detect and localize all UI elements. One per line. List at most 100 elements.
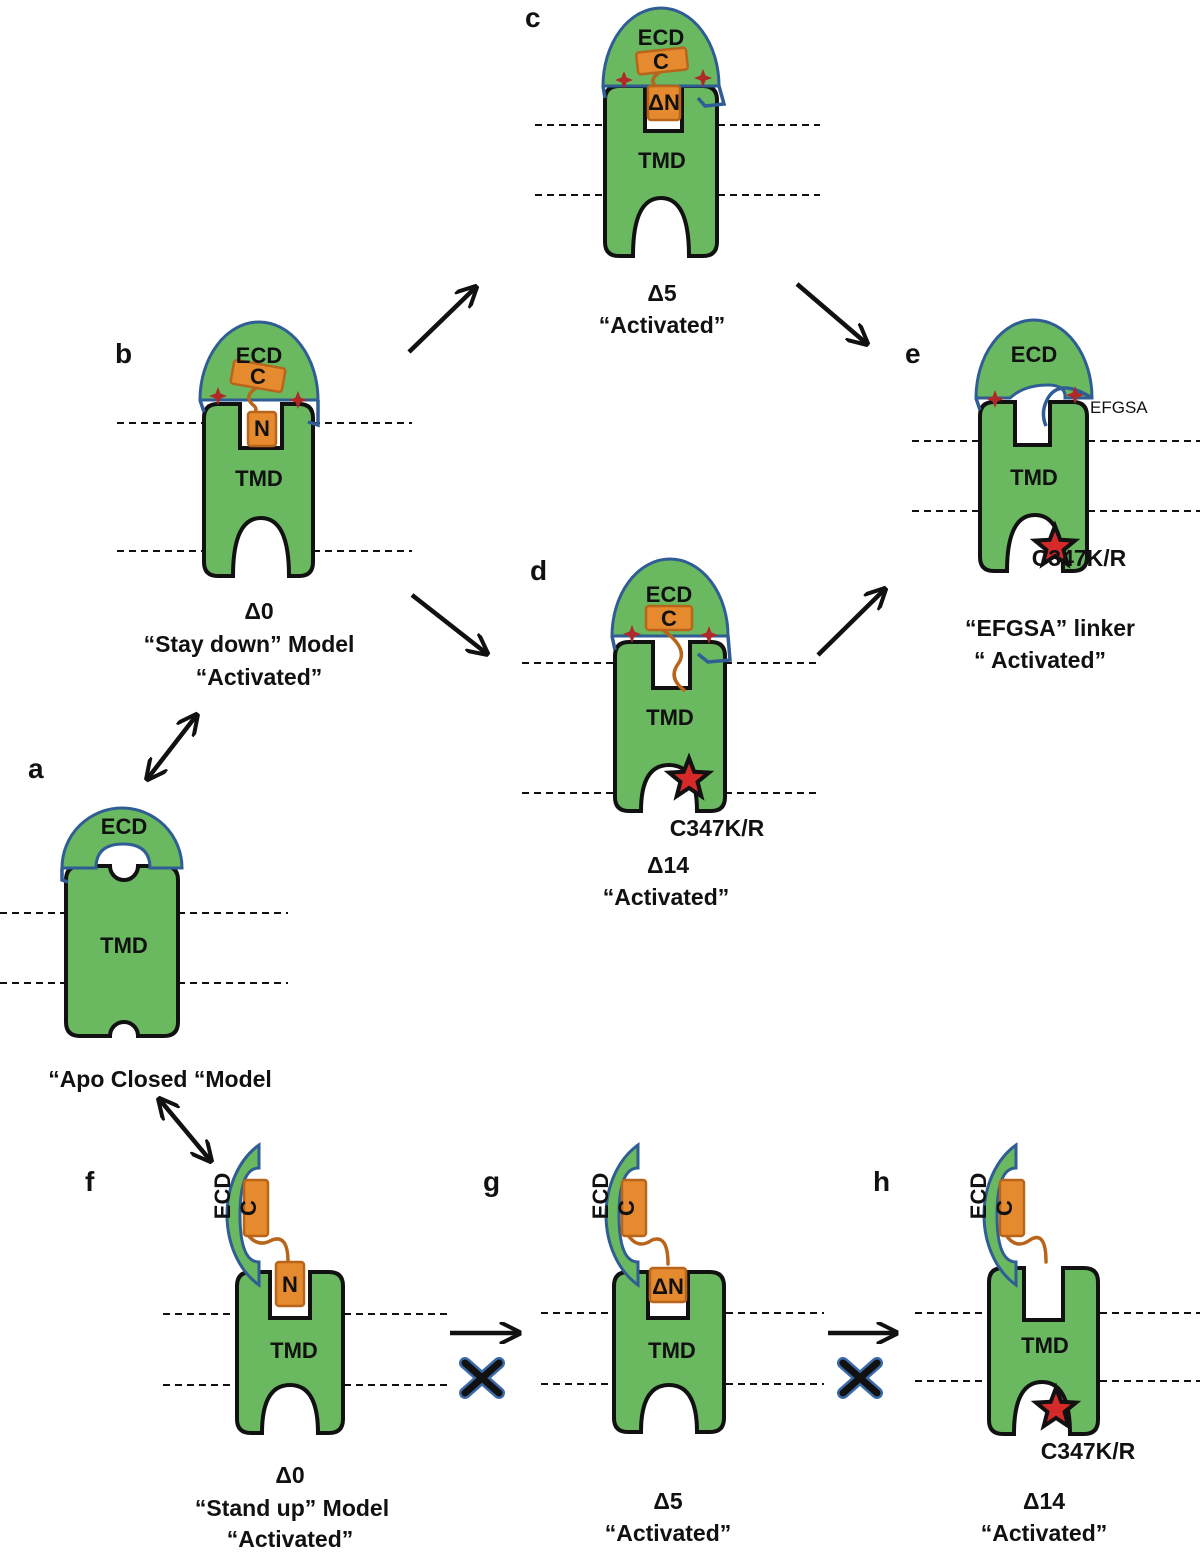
tmd-label: TMD xyxy=(646,705,694,730)
arrow-b-to-d xyxy=(410,593,486,653)
caption-line-2: “Activated” xyxy=(599,312,726,338)
panel-letter-g: g xyxy=(483,1166,500,1197)
caption-line-2: “Activated” xyxy=(603,884,730,910)
ecd-linker-left xyxy=(974,397,982,411)
panel-letter-f: f xyxy=(85,1166,95,1197)
arrow-a-f-equilibrium xyxy=(160,1100,210,1160)
n-label: N xyxy=(282,1272,298,1297)
delta-n-label: ΔN xyxy=(648,90,680,115)
arrow-b-to-c xyxy=(407,288,475,354)
tmd-label: TMD xyxy=(638,148,686,173)
crosslink-star-right xyxy=(694,69,712,87)
delta-n-domain xyxy=(646,84,682,122)
ecd-domain xyxy=(604,1142,640,1288)
tmd-label: TMD xyxy=(235,466,283,491)
panel-letter-h: h xyxy=(873,1166,890,1197)
c-label: C xyxy=(653,49,669,74)
crosslink-star-right xyxy=(1066,386,1084,404)
ecd-domain xyxy=(225,1142,261,1288)
ecd-domain xyxy=(601,6,721,88)
panel-b: b ECD C N TMD Δ0 “Stay down” Model “Acti… xyxy=(115,320,412,690)
c-label: C xyxy=(614,1200,639,1216)
c-terminal-domain xyxy=(635,46,689,76)
c-label: C xyxy=(992,1200,1017,1216)
c-terminal-domain xyxy=(620,1178,648,1238)
mutation-star xyxy=(1029,520,1081,569)
panel-letter-e: e xyxy=(905,338,921,369)
crosslink-star-left xyxy=(209,387,227,405)
ecd-linker-right xyxy=(696,635,732,664)
ecd-domain xyxy=(974,318,1094,400)
cross-icon xyxy=(837,1357,883,1399)
panel-d: d ECD C TMD C347K/R Δ14 “Activated” xyxy=(522,555,818,910)
mutation-label: C347K/R xyxy=(1032,545,1127,571)
ecd-domain xyxy=(198,320,320,402)
caption-line-1: “Apo Closed “Model xyxy=(48,1066,272,1092)
tmd-domain xyxy=(612,1270,726,1434)
ecd-linker-left xyxy=(60,868,69,884)
ecd-label: ECD xyxy=(646,582,692,607)
panel-f: f ECD C N TMD Δ0 “Stand up” Model “Activ… xyxy=(85,1142,450,1552)
ctd-tether xyxy=(658,626,686,692)
panel-g: g ECD C ΔN TMD Δ5 “Activated” xyxy=(483,1142,824,1546)
crosslink-star-left xyxy=(615,71,633,89)
linker-label: EFGSA xyxy=(1090,398,1148,417)
n-terminal-domain xyxy=(274,1260,306,1308)
tmd-domain xyxy=(613,640,727,813)
caption-line-1: Δ5 xyxy=(653,1488,683,1514)
panel-letter-b: b xyxy=(115,338,132,369)
ecd-domain xyxy=(60,806,184,870)
ecd-linker-left xyxy=(601,85,607,99)
mutation-star xyxy=(1030,1382,1082,1431)
ecd-linker-right xyxy=(307,400,320,428)
tmd-domain xyxy=(978,400,1089,573)
tmd-domain xyxy=(202,402,315,578)
cross-icon xyxy=(459,1357,505,1399)
n-label: N xyxy=(254,416,270,441)
crosslink-star-left xyxy=(623,625,641,643)
caption-line-1: Δ5 xyxy=(647,280,677,306)
tmd-domain xyxy=(64,864,180,1038)
ecd-label: ECD xyxy=(236,343,282,368)
tmd-label: TMD xyxy=(270,1338,318,1363)
ctd-tether xyxy=(626,1233,670,1266)
c-terminal-domain xyxy=(998,1178,1026,1238)
mutation-label: C347K/R xyxy=(670,815,765,841)
panel-letter-a: a xyxy=(28,753,44,784)
c-label: C xyxy=(250,364,266,389)
caption-line-2: “ Activated” xyxy=(974,647,1106,673)
ecd-domain xyxy=(982,1142,1018,1288)
panel-a: a ECD TMD “Apo Closed “Model xyxy=(0,753,288,1092)
crosslink-star-left xyxy=(986,390,1004,408)
ecd-label: ECD xyxy=(588,1173,613,1219)
ecd-linker-left xyxy=(198,399,206,413)
caption-line-1: Δ0 xyxy=(275,1462,304,1488)
ctd-tether xyxy=(246,1233,290,1264)
panel-letter-d: d xyxy=(530,555,547,586)
tmd-label: TMD xyxy=(1021,1333,1069,1358)
ecd-label: ECD xyxy=(101,814,147,839)
panel-letter-c: c xyxy=(525,2,541,33)
ecd-label: ECD xyxy=(1011,342,1057,367)
c-label: C xyxy=(661,606,677,631)
tmd-label: TMD xyxy=(100,933,148,958)
panel-e: e ECD EFGSA TMD C347K/R “EFGSA” linker “… xyxy=(905,318,1200,673)
delta-n-label: ΔN xyxy=(652,1274,684,1299)
c-terminal-domain xyxy=(644,604,694,632)
mutation-label: C347K/R xyxy=(1041,1438,1136,1464)
transition-arrows xyxy=(148,282,895,1333)
ecd-linker-right xyxy=(696,85,727,108)
caption-line-3: “Activated” xyxy=(196,664,323,690)
ecd-label: ECD xyxy=(210,1173,235,1219)
caption-line-1: Δ0 xyxy=(244,598,273,624)
c-terminal-domain xyxy=(242,1178,270,1238)
blocked-transition-g-h xyxy=(837,1357,883,1399)
panel-h: h ECD C TMD C347K/R Δ14 “Activated” xyxy=(873,1142,1200,1546)
ecd-domain xyxy=(610,557,730,638)
c-terminal-domain xyxy=(229,358,287,394)
delta-n-domain xyxy=(648,1266,688,1304)
arrow-c-to-e xyxy=(795,282,866,343)
caption-line-1: “EFGSA” linker xyxy=(965,615,1135,641)
